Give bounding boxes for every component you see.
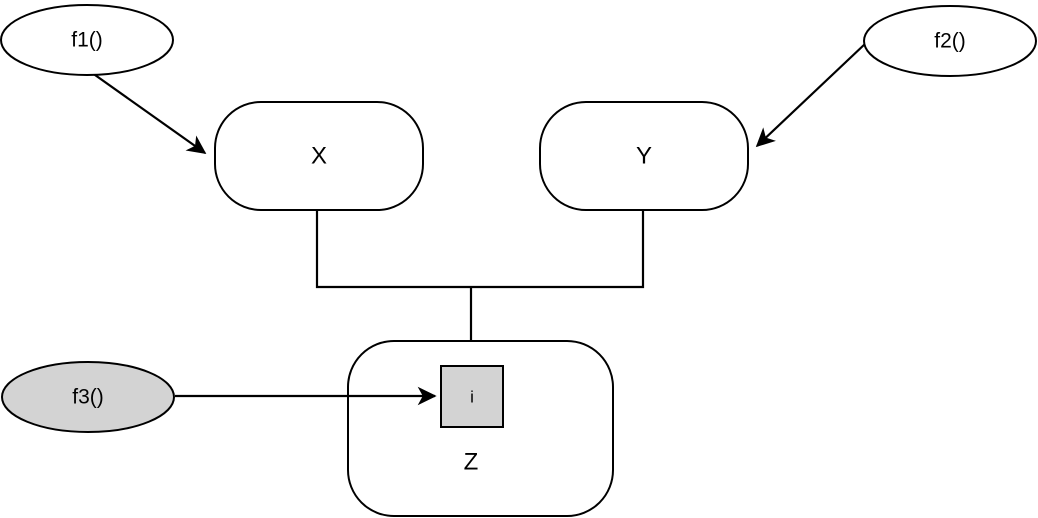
node-f1[interactable]: f1() bbox=[0, 4, 174, 76]
node-f3-label: f3() bbox=[72, 386, 104, 409]
node-x-shape[interactable] bbox=[214, 101, 424, 211]
edge-xy-join-to-i bbox=[315, 210, 645, 362]
node-f2-shape[interactable] bbox=[863, 5, 1037, 77]
f2-to-y-arrow bbox=[755, 42, 867, 148]
node-i-label: i bbox=[470, 387, 474, 406]
node-i[interactable]: i bbox=[440, 365, 504, 428]
edge-f2-to-y bbox=[755, 42, 867, 148]
node-x-label: X bbox=[311, 142, 327, 169]
f1-to-x-arrow bbox=[87, 69, 207, 154]
node-i-shape[interactable] bbox=[440, 365, 504, 428]
node-z[interactable]: Z bbox=[347, 340, 614, 517]
edge-f1-to-x bbox=[87, 69, 207, 154]
node-y-shape[interactable] bbox=[539, 101, 749, 211]
node-f2-label: f2() bbox=[934, 30, 966, 53]
node-y[interactable]: Y bbox=[539, 101, 749, 211]
node-y-label: Y bbox=[636, 142, 652, 169]
node-f1-shape[interactable] bbox=[0, 4, 174, 76]
xy-join-bracket bbox=[315, 210, 645, 289]
node-z-label: Z bbox=[464, 448, 479, 475]
node-x[interactable]: X bbox=[214, 101, 424, 211]
node-z-shape[interactable] bbox=[347, 340, 614, 517]
node-f3[interactable]: f3() bbox=[1, 361, 175, 433]
node-f3-shape[interactable] bbox=[1, 361, 175, 433]
node-f2[interactable]: f2() bbox=[863, 5, 1037, 77]
node-f1-label: f1() bbox=[71, 29, 103, 52]
